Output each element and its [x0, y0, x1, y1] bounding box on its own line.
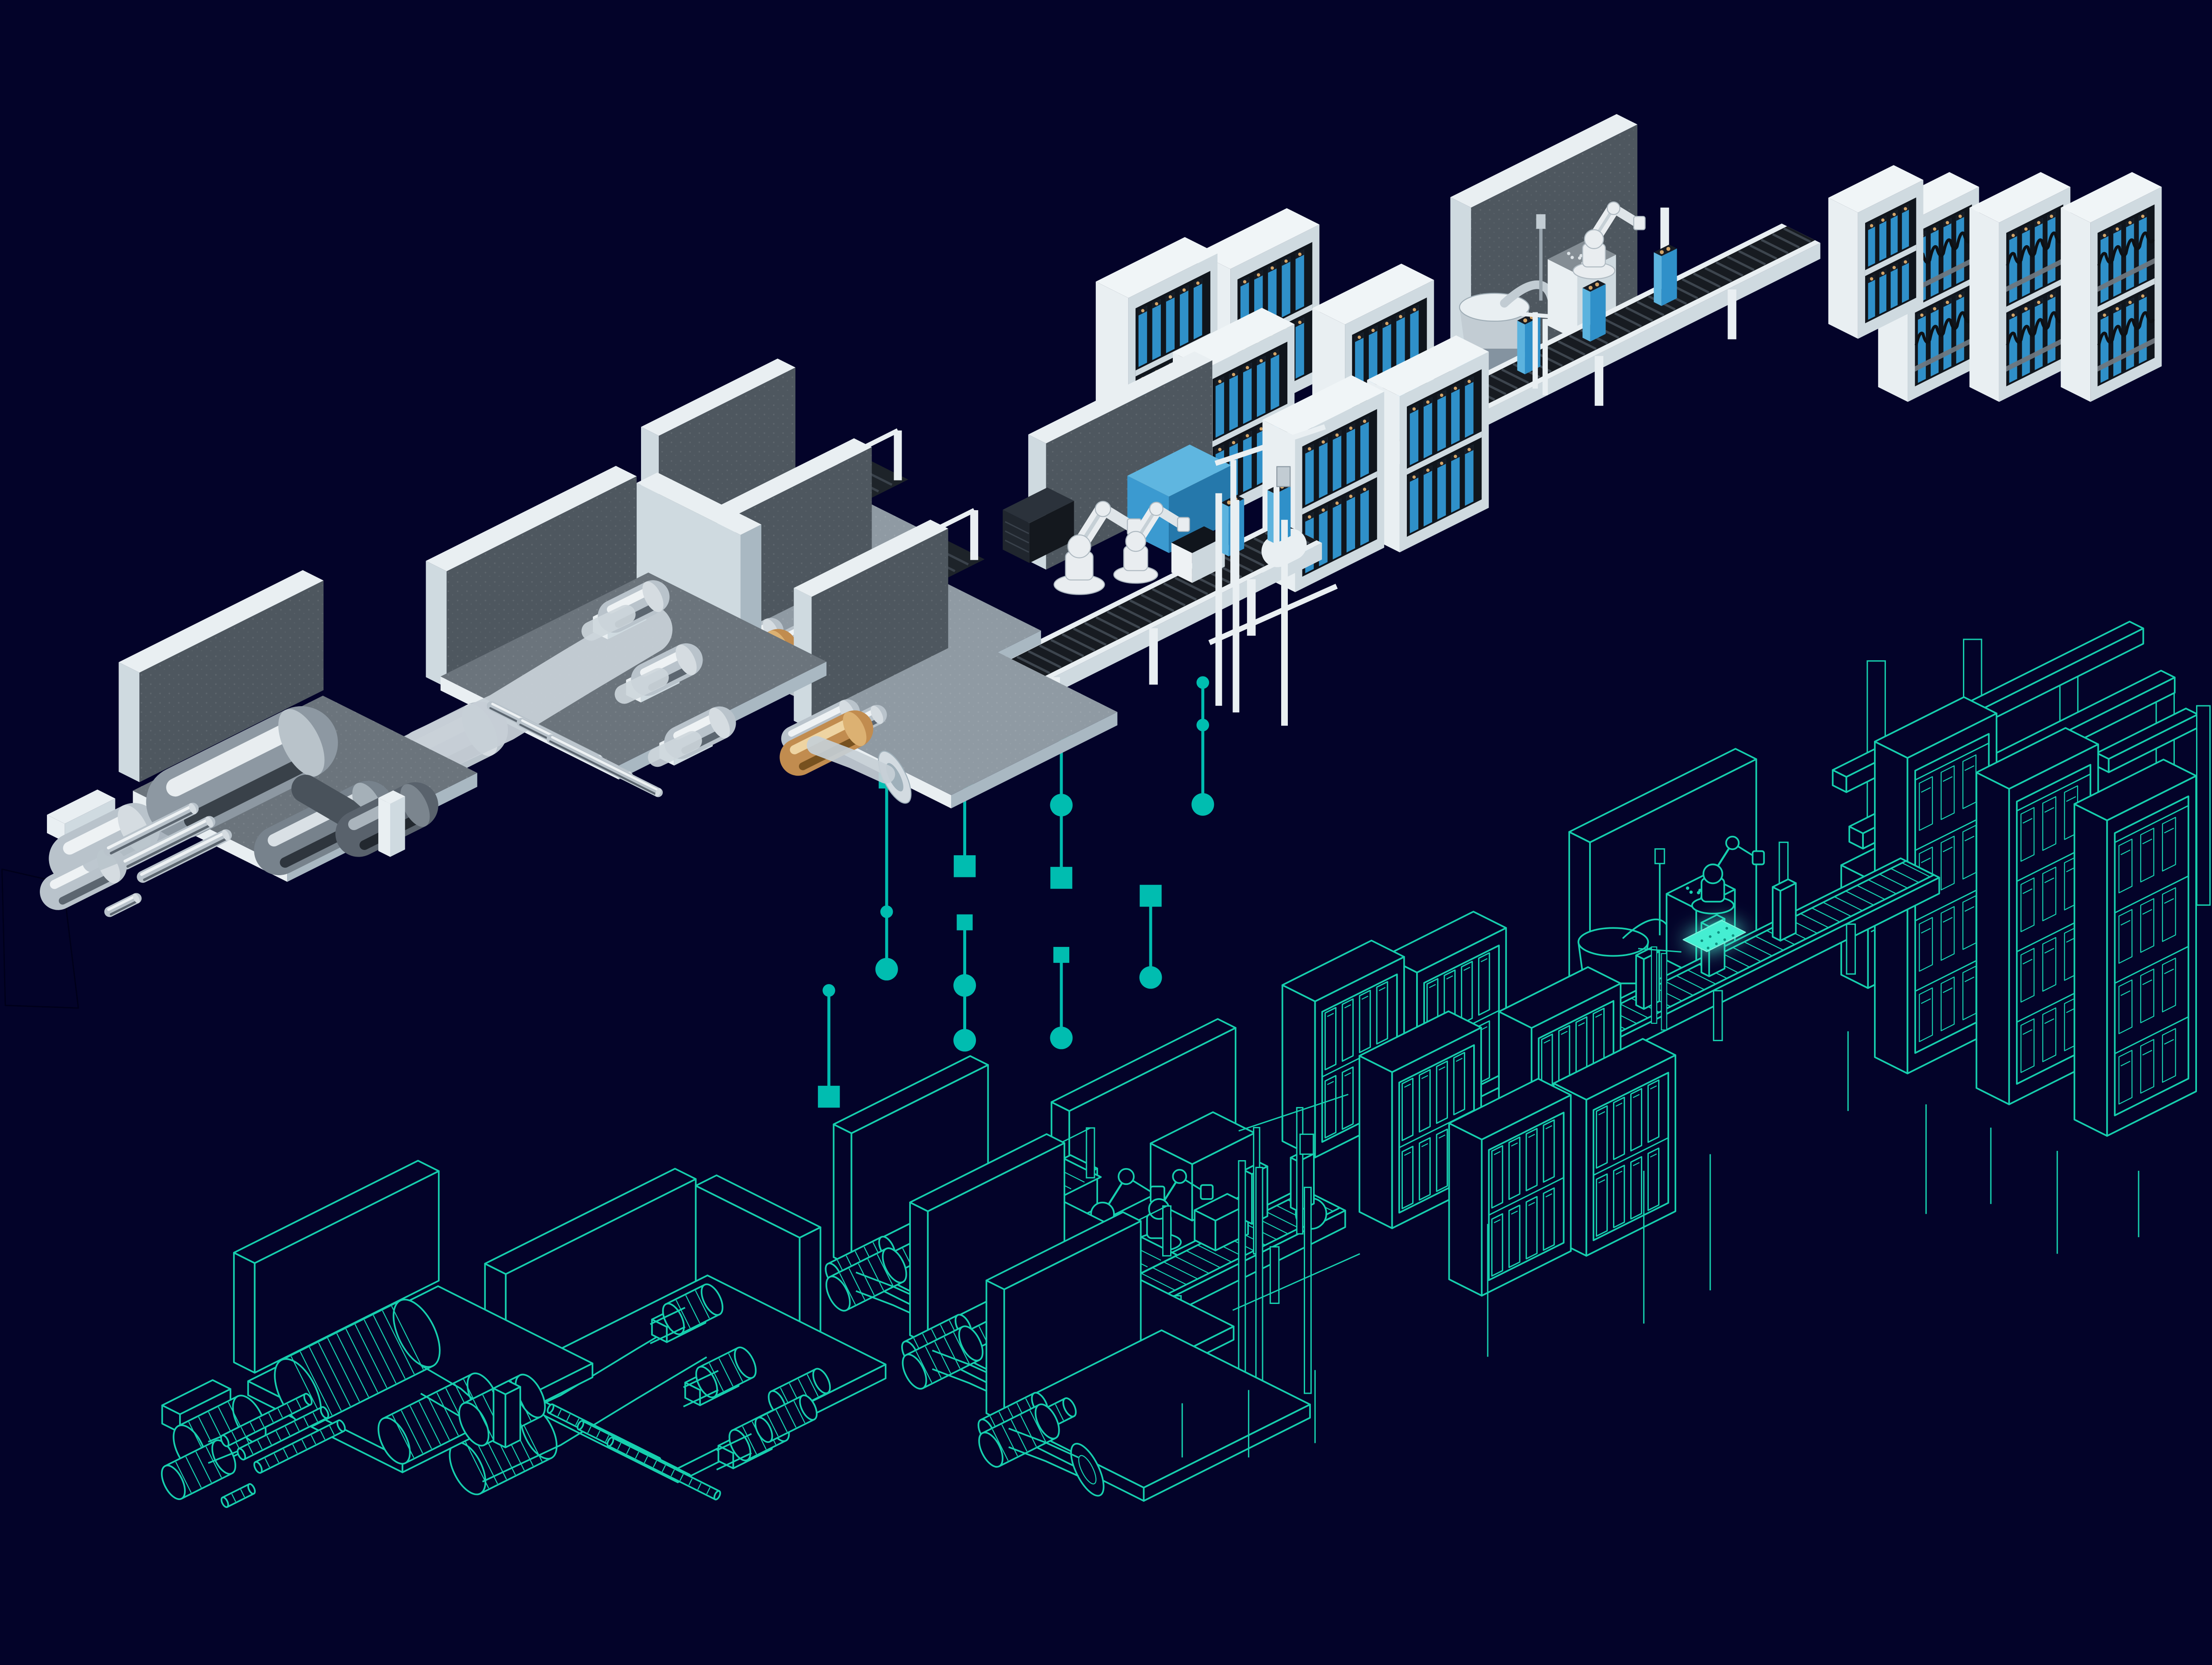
- data-link-column: [818, 984, 840, 1108]
- twin-coater: [449, 1168, 887, 1500]
- twin-calender: [161, 1160, 594, 1508]
- twin-racks: [1281, 911, 1676, 1297]
- coater: [380, 465, 827, 797]
- digital-twin-wireframe: [161, 620, 2211, 1508]
- test-racks: [1878, 172, 2162, 402]
- data-link-column: [1139, 884, 1162, 989]
- twin-slitter-3: [977, 1211, 1311, 1502]
- physical-production-line: [1, 114, 2162, 1009]
- twin-towers: [1832, 620, 2211, 1137]
- data-link-column: [1191, 676, 1214, 816]
- cell-assembly: [972, 351, 1338, 734]
- slitter-3: [780, 519, 1118, 809]
- twin-highlight-tray: [1682, 920, 1746, 952]
- calender: [40, 570, 477, 917]
- twin-extras: [754, 1031, 2139, 1457]
